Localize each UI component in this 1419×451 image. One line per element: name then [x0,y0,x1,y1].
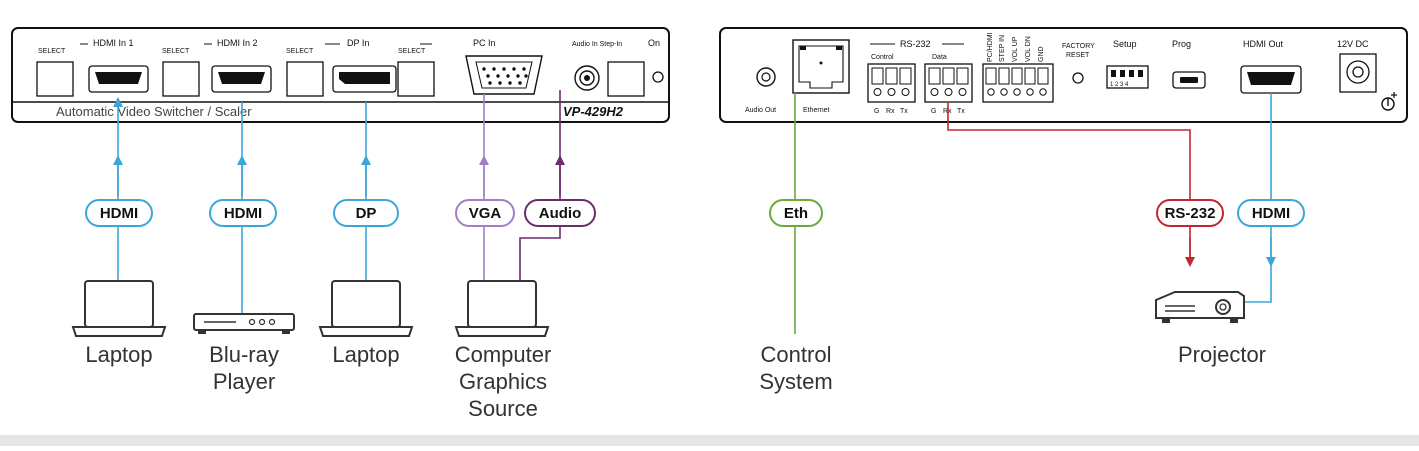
data-g-label: G [931,108,936,115]
cable-hdmi-out [1244,93,1272,303]
select-label-3: SELECT [286,48,314,55]
vga-pill: VGA [469,205,502,222]
pc-hdmi-label: PC/HDMI [987,32,994,62]
cable-labels: HDMI HDMI DP VGA Audio Eth RS-232 HDMI [85,199,1305,227]
vol-up-label: VOL UP [1012,36,1019,62]
control-tx-label: Tx [900,108,908,115]
select-label-2: SELECT [162,48,190,55]
rear-panel: Audio Out Ethernet RS-232 Control Data G… [719,27,1408,123]
bluray-label-line-2: Player [213,369,275,394]
computer-graphics-source-icon [454,280,550,337]
hdmi-in-1-port [88,65,149,93]
prog-usb-port [1172,71,1206,89]
pc-in-label: PC In [473,38,496,48]
select-label-1: SELECT [38,48,66,55]
hdmi-in-2-port [211,65,272,93]
power-connector [1339,53,1377,93]
data-terminal-block [924,63,973,103]
laptop-2-label: Laptop [332,342,399,367]
control-system-label-line-1: Control [761,342,832,367]
cg-source-label-line-2: Graphics [459,369,547,394]
gpi-vertical-labels: PC/HDMI STEP IN VOL UP VOL DN GND [987,32,1045,62]
control-system-label-line-2: System [759,369,832,394]
gnd-label: GND [1038,46,1045,62]
dp-in-port [332,65,397,93]
factory-reset-button[interactable] [1072,72,1084,84]
ground-icon [1381,92,1397,111]
hdmi-out-port [1240,65,1302,94]
hdmi-pill-2: HDMI [224,205,262,222]
factory-label: FACTORY [1062,43,1095,50]
control-rx-label: Rx [886,108,895,115]
cg-source-label-line-3: Source [468,396,538,421]
step-in-label: STEP IN [999,35,1006,62]
setup-dip-switch[interactable]: 1 2 3 4 [1106,65,1149,89]
power-label: 12V DC [1337,39,1369,49]
setup-label: Setup [1113,39,1137,49]
hdmi-out-label: HDMI Out [1243,39,1284,49]
ethernet-label: Ethernet [803,107,830,114]
hdmi-pill-1: HDMI [100,205,138,222]
hdmi-in-1-label: HDMI In 1 [93,38,134,48]
cable-rs232 [947,102,1191,262]
dp-in-label: DP In [347,38,369,48]
laptop-icon-1 [71,280,167,337]
on-label: On [648,38,660,48]
rs232-pill: RS-232 [1165,205,1216,222]
control-label: Control [871,54,894,61]
cg-source-label-line-1: Computer [455,342,552,367]
cables [113,90,1276,334]
prog-label: Prog [1172,39,1191,49]
audio-in-step-in-label: Audio In Step-In [572,41,622,48]
pc-in-vga-port [465,55,543,95]
control-terminal-block [867,63,916,103]
select-button-4[interactable] [397,61,435,97]
audio-pill: Audio [539,205,582,222]
audio-out-label: Audio Out [745,107,776,114]
footer-strip [0,435,1419,446]
control-g-label: G [874,108,879,115]
step-in-button[interactable] [607,61,645,97]
data-label: Data [932,54,947,61]
select-button-1[interactable] [36,61,74,97]
laptop-1-label: Laptop [85,342,152,367]
reset-label: RESET [1066,52,1090,59]
projector-icon [1155,291,1245,323]
on-led [652,71,664,83]
laptop-icon-2 [318,280,414,337]
eth-pill: Eth [784,205,808,222]
rs232-label: RS-232 [900,39,931,49]
front-panel: SELECT HDMI In 1 SELECT HDMI In 2 SELECT… [11,27,670,123]
model-name: VP-429H2 [563,104,624,119]
model-description: Automatic Video Switcher / Scaler [56,104,252,119]
gpi-terminal-block [982,63,1054,103]
audio-in-jack [574,65,600,91]
projector-label: Projector [1178,342,1266,367]
select-button-2[interactable] [162,61,200,97]
select-button-3[interactable] [286,61,324,97]
hdmi-in-2-label: HDMI In 2 [217,38,258,48]
dp-pill: DP [356,205,377,222]
select-label-4: SELECT [398,48,426,55]
ethernet-port [792,39,850,94]
bluray-player-icon [193,313,295,334]
hdmi-out-pill: HDMI [1252,205,1290,222]
audio-out-jack [756,67,776,87]
bluray-label-line-1: Blu-ray [209,342,279,367]
vol-dn-label: VOL DN [1025,36,1032,62]
data-tx-label: Tx [957,108,965,115]
setup-dip-numbers: 1 2 3 4 [1110,82,1129,88]
